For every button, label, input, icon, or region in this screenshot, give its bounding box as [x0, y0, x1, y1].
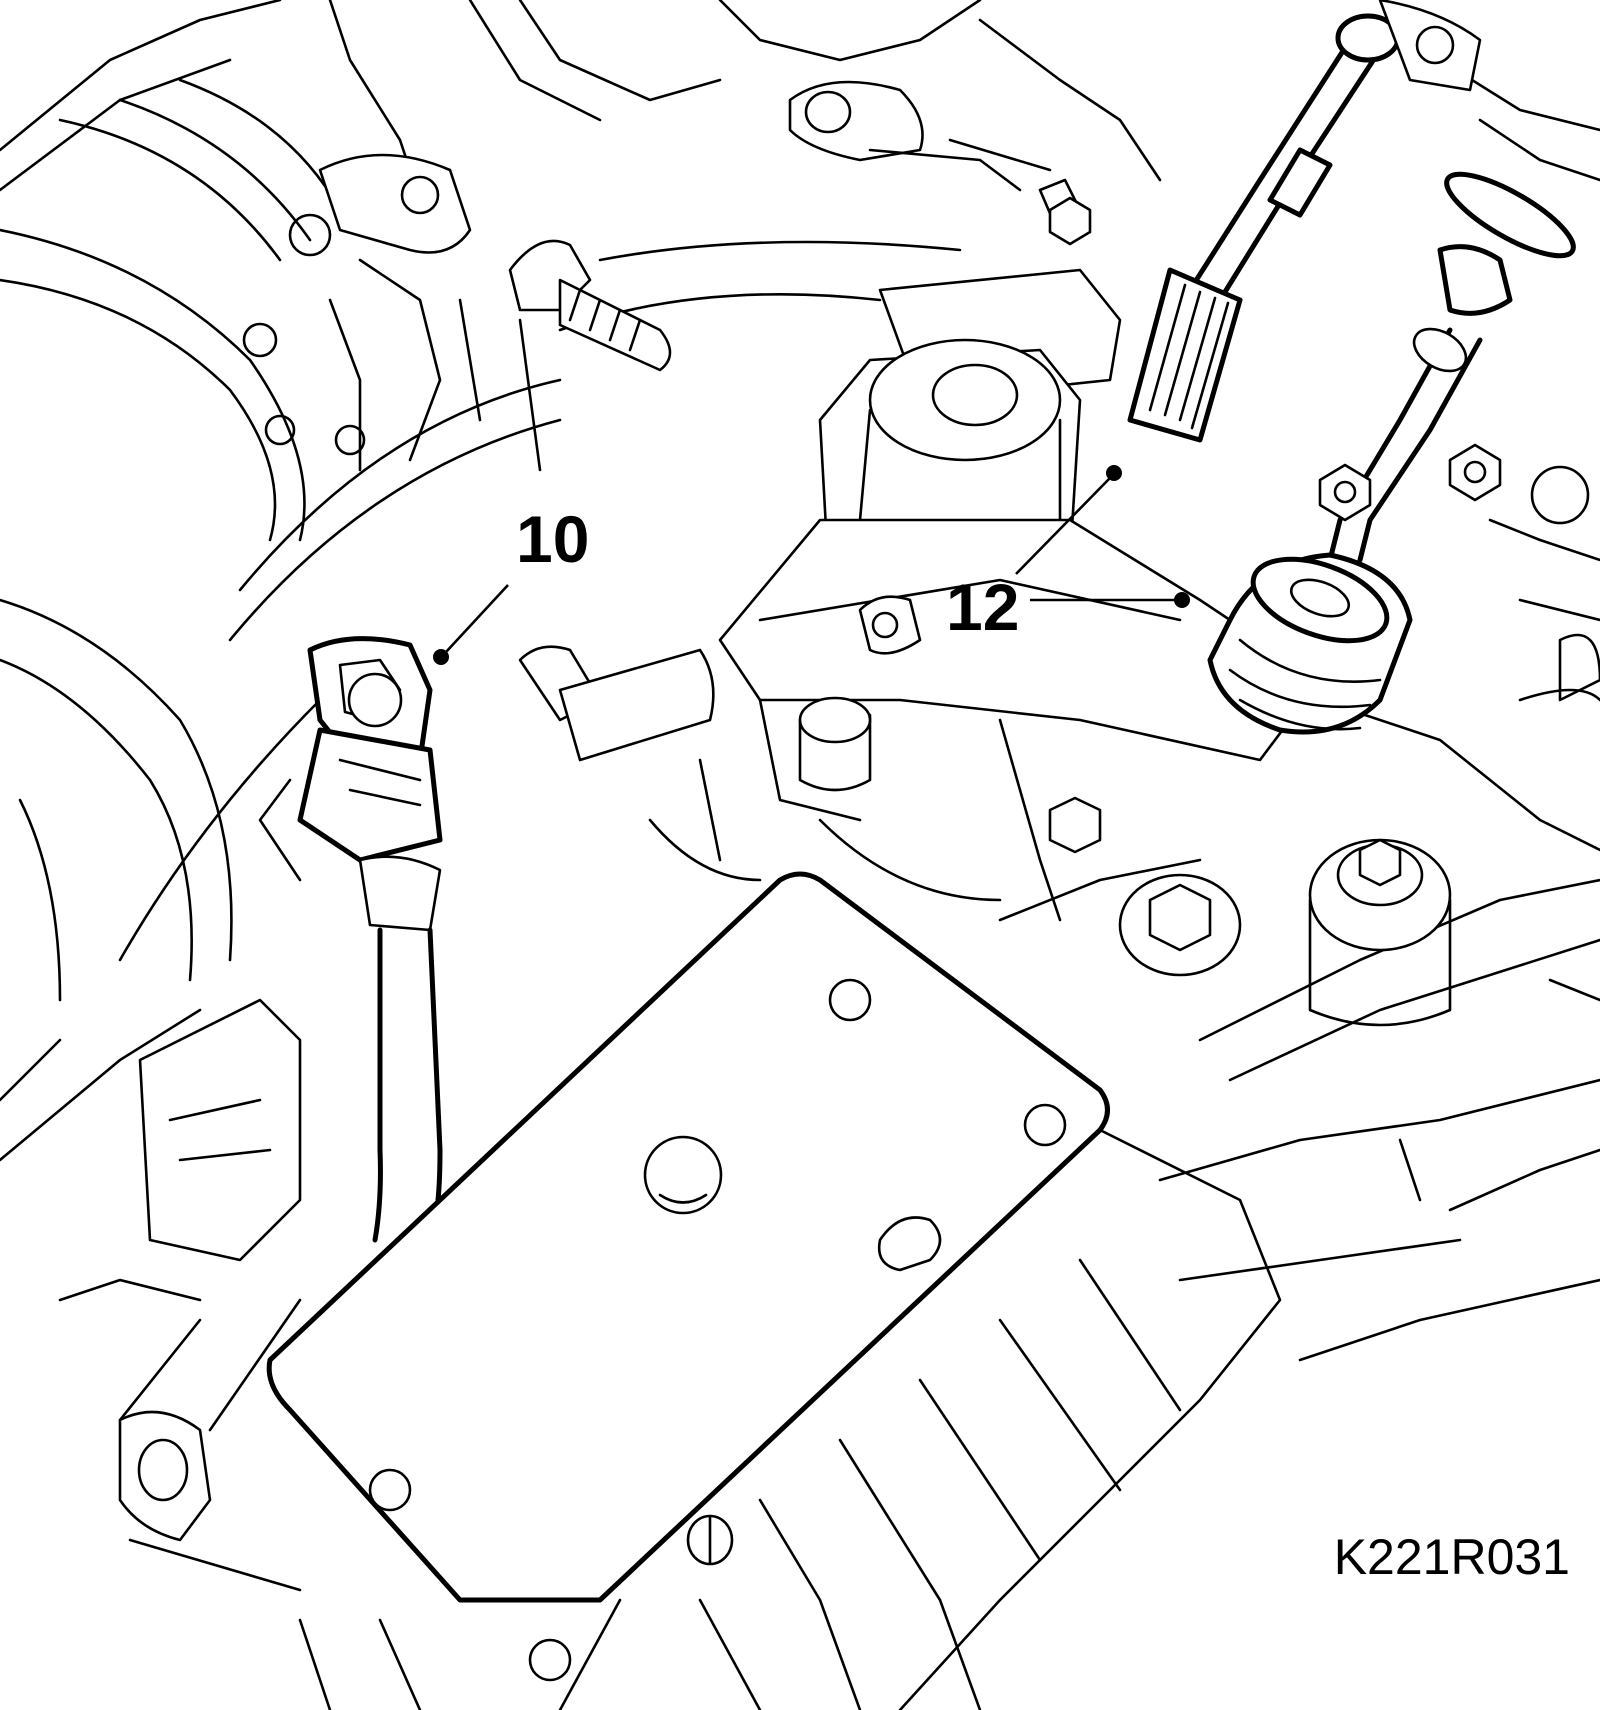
callout-12-dot-upper — [1106, 465, 1122, 481]
callout-12: 12 — [946, 465, 1190, 644]
selector-cable — [1207, 171, 1576, 735]
callout-10-leader — [445, 584, 509, 653]
slave-cylinder — [518, 268, 1322, 922]
callout-10-dot — [433, 649, 449, 665]
lower-right-bolts — [1048, 688, 1600, 1027]
shift-cable — [1127, 0, 1482, 443]
mounting-plate — [266, 871, 1282, 1710]
callout-10: 10 — [433, 502, 589, 665]
mounting-bracket — [318, 153, 472, 472]
electrical-connector — [258, 636, 443, 1243]
upper-housing — [788, 80, 1082, 227]
callout-12-label: 12 — [946, 570, 1019, 644]
threaded-stud — [458, 239, 672, 472]
fasteners — [1048, 196, 1600, 702]
lower-left-bracket — [58, 998, 302, 1592]
callout-10-label: 10 — [516, 502, 589, 576]
callout-12-leader-upper — [1015, 477, 1111, 575]
figure-code: K221R031 — [1334, 1529, 1570, 1585]
alternator — [0, 78, 366, 1002]
callout-12-dot-lower — [1174, 592, 1190, 608]
